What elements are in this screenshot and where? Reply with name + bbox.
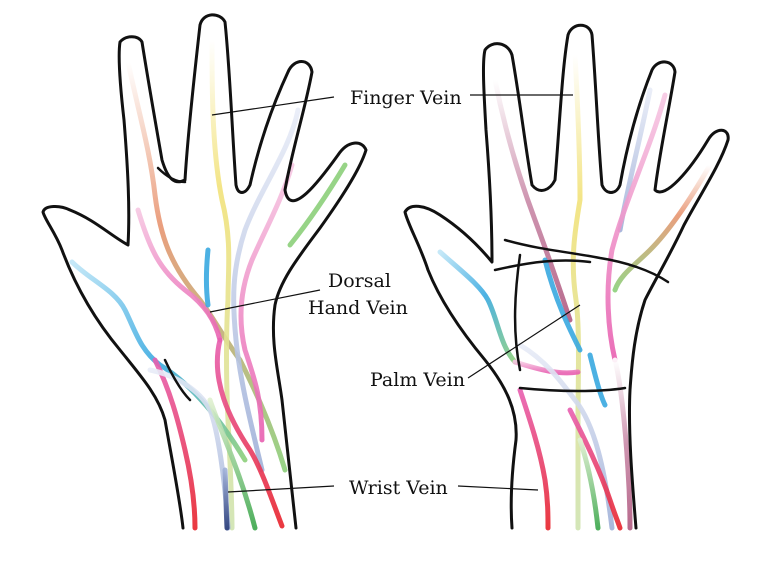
palm-wrist-crease	[518, 386, 627, 393]
finger-vein-leader-left	[211, 96, 335, 116]
palm-vein-annotation: Palm Vein	[370, 304, 581, 391]
wrist-vein-leader-left	[227, 485, 335, 493]
palm-head-line	[493, 259, 592, 272]
palm-veins	[437, 52, 713, 531]
dorsal-knuckle-crease	[156, 166, 187, 184]
dorsal-thumb-crease	[163, 358, 192, 402]
dorsal-hand-vein-annotation: Dorsal Hand Vein	[209, 270, 408, 319]
dorsal-hand-outline	[41, 13, 368, 530]
dorsal-hand-illustration	[41, 13, 368, 531]
dorsal-vein-leader	[209, 289, 321, 313]
palm-vein-leader	[467, 304, 581, 379]
dorsal-label-line1: Dorsal	[328, 270, 391, 292]
palm-vein-label: Palm Vein	[370, 369, 465, 391]
palm-heart-line	[503, 238, 670, 284]
palm-hand-outline	[403, 23, 730, 530]
finger-vein-label: Finger Vein	[350, 87, 462, 109]
palm-hand-illustration	[403, 23, 730, 531]
dorsal-veins	[69, 37, 348, 531]
dorsal-label-line2: Hand Vein	[308, 297, 408, 319]
wrist-vein-leader-right	[457, 485, 539, 491]
finger-vein-annotation: Finger Vein	[211, 87, 573, 116]
wrist-vein-label: Wrist Vein	[349, 477, 448, 499]
palm-life-line	[513, 253, 522, 372]
wrist-vein-annotation: Wrist Vein	[227, 477, 539, 499]
